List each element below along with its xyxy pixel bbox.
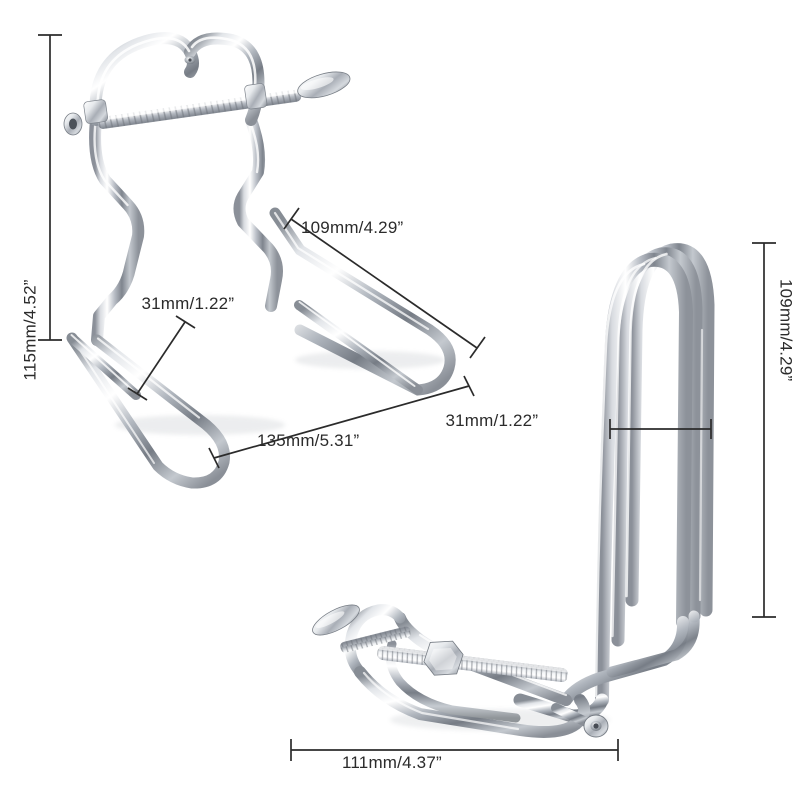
frame-body-left-view	[89, 114, 145, 346]
dimline-width-lower	[208, 375, 475, 469]
straight-rod-left-view	[67, 333, 141, 400]
dimension-label-height-left: 115mm/4.52”	[20, 279, 40, 381]
dimension-label-leg-upper: 109mm/4.29”	[301, 217, 404, 237]
dimension-lines	[38, 34, 776, 761]
dimension-label-width-lower: 135mm/5.31”	[257, 430, 360, 450]
product-view-right	[312, 243, 715, 738]
wing-nut-right-view	[312, 604, 360, 636]
dimline-height-right	[752, 242, 776, 618]
dimline-leg-upper	[283, 207, 486, 359]
dimline-width-bottom	[290, 739, 619, 761]
wing-nut-left-view	[297, 71, 351, 99]
dimension-label-gap-right: 31mm/1.22”	[445, 410, 539, 430]
frame-right-left-view	[233, 114, 283, 312]
eyelet-right-view	[551, 703, 609, 738]
dimline-gap-left	[127, 315, 196, 401]
stub-bar-right-left-view	[294, 300, 423, 395]
dimline-height-left	[38, 34, 62, 341]
dimline-gap-right	[609, 419, 712, 439]
threaded-rod-left-view	[63, 71, 351, 136]
dimension-label-height-right: 109mm/4.29”	[776, 279, 796, 382]
threaded-rod-right-view	[312, 604, 609, 738]
hex-nut-left-view	[83, 99, 108, 124]
eyelet-left-view	[63, 112, 83, 136]
hook-legs-right-view	[594, 243, 715, 707]
dimension-label-width-bottom: 111mm/4.37”	[342, 752, 442, 772]
dimension-label-gap-left: 31mm/1.22”	[141, 293, 235, 313]
hook-leg-rear-left-view	[269, 207, 456, 396]
collar-right-left-view	[244, 83, 268, 110]
hex-nut-right-view	[423, 640, 464, 676]
